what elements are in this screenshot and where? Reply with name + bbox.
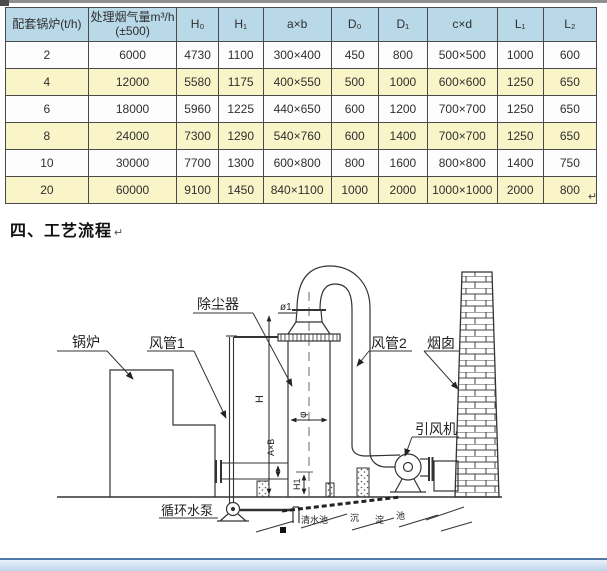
spec-cell: 800 <box>542 176 598 204</box>
table-row: 20 60000 9100 1450 840×1100 1000 2000 10… <box>5 176 598 204</box>
spec-cell: 1000 <box>496 41 544 69</box>
table-header-row: 配套锅炉(t/h) 处理烟气量m³/h (±500) H₀ H₁ a×b D₀ … <box>5 7 598 42</box>
table-row: 10 30000 7700 1300 600×800 800 1600 800×… <box>5 149 598 177</box>
spec-cell: 1250 <box>496 122 544 150</box>
fan-label: 引风机 <box>415 421 457 437</box>
spec-cell: 800 <box>377 41 428 69</box>
induced-draft-fan <box>390 453 459 493</box>
boiler-spec-table-wrap: 配套锅炉(t/h) 处理烟气量m³/h (±500) H₀ H₁ a×b D₀ … <box>5 7 598 204</box>
spec-cell: 4730 <box>176 41 219 69</box>
spec-cell: 600 <box>330 122 379 150</box>
spec-cell: 10 <box>5 149 89 177</box>
spec-cell: 440×650 <box>262 95 332 123</box>
dimension-lines <box>266 312 328 495</box>
sediment-pool-char: 淀 <box>375 514 384 525</box>
duct2-label: 风管2 <box>371 335 407 351</box>
scan-edge-strip <box>0 0 607 3</box>
spec-cell: 5580 <box>176 68 219 96</box>
spec-cell: 300×400 <box>262 41 332 69</box>
spec-cell: 60000 <box>87 176 178 204</box>
column-header: c×d <box>426 7 498 42</box>
table-row: 4 12000 5580 1175 400×550 500 1000 600×6… <box>5 68 598 96</box>
spec-cell: 7700 <box>176 149 219 177</box>
boiler <box>109 369 222 497</box>
paragraph-return-mark: ↵ <box>114 227 125 239</box>
duct1-pipe <box>226 335 278 503</box>
chimney <box>454 271 500 498</box>
spec-cell: 600×600 <box>426 68 498 96</box>
scan-edge-corner <box>0 0 9 6</box>
duct1-label: 风管1 <box>149 335 185 351</box>
spec-cell: 650 <box>542 68 598 96</box>
page-bottom-bar <box>0 558 607 571</box>
boiler-label: 锅炉 <box>72 334 100 350</box>
spec-cell: 1250 <box>496 68 544 96</box>
column-header: H₀ <box>176 7 219 42</box>
spec-cell: 650 <box>542 95 598 123</box>
spec-cell: 1450 <box>217 176 264 204</box>
spec-cell: 1290 <box>217 122 264 150</box>
elbow-duct2 <box>296 265 401 468</box>
chimney-label: 烟囱 <box>427 335 455 351</box>
spec-cell: 2 <box>5 41 89 69</box>
section-heading: 四、工艺流程↵ <box>10 217 124 241</box>
label-leaders <box>57 312 459 519</box>
pump-label: 循环水泵 <box>161 503 213 518</box>
spec-cell: 2000 <box>377 176 428 204</box>
spec-cell: 7300 <box>176 122 219 150</box>
spec-cell: 24000 <box>87 122 178 150</box>
spec-cell: 20 <box>5 176 89 204</box>
spec-cell: 600 <box>542 41 598 69</box>
spec-cell: 800×800 <box>426 149 498 177</box>
section-heading-text: 四、工艺流程 <box>10 223 113 240</box>
support-pillars <box>256 467 370 498</box>
dimension-phi-label: φ <box>298 411 309 418</box>
dimension-AxB-label: A×B <box>266 439 276 456</box>
spec-cell: 500×500 <box>426 41 498 69</box>
column-header: L₂ <box>542 7 598 42</box>
pools <box>255 495 473 533</box>
column-header: 配套锅炉(t/h) <box>5 7 89 42</box>
table-row: 8 24000 7300 1290 540×760 600 1400 700×7… <box>5 122 598 150</box>
column-header: L₁ <box>496 7 544 42</box>
spec-cell: 840×1100 <box>262 176 332 204</box>
spec-cell: 18000 <box>87 95 178 123</box>
spec-cell: 1600 <box>377 149 428 177</box>
column-header: a×b <box>262 7 332 42</box>
dimension-phi1-label: ø1 <box>280 302 292 313</box>
spec-cell: 1000 <box>330 176 379 204</box>
paragraph-return-mark: ↵ <box>588 191 598 203</box>
sediment-pool-char: 池 <box>396 510 405 521</box>
dust-collector-label: 除尘器 <box>197 296 239 312</box>
dimension-H-label: H <box>254 395 266 403</box>
boiler-spec-table: 配套锅炉(t/h) 处理烟气量m³/h (±500) H₀ H₁ a×b D₀ … <box>5 7 598 204</box>
spec-cell: 6000 <box>87 41 178 69</box>
sediment-pool-char: 沉 <box>350 513 359 523</box>
spec-cell: 450 <box>330 41 379 69</box>
column-header: D₀ <box>330 7 379 42</box>
scrubber-tower <box>277 292 341 497</box>
spec-cell: 6 <box>5 95 89 123</box>
spec-cell: 700×700 <box>426 122 498 150</box>
spec-cell: 750 <box>542 149 598 177</box>
spec-cell: 1250 <box>496 95 544 123</box>
spec-cell: 1175 <box>217 68 264 96</box>
spec-cell: 600 <box>330 95 379 123</box>
spec-cell: 1200 <box>377 95 428 123</box>
spec-cell: 540×760 <box>262 122 332 150</box>
clean-pool-label: 清水池 <box>301 514 328 525</box>
spec-cell: 600×800 <box>262 149 332 177</box>
spec-cell: 1300 <box>217 149 264 177</box>
spec-cell: 2000 <box>496 176 544 204</box>
circulating-pump <box>217 501 300 523</box>
spec-cell: 700×700 <box>426 95 498 123</box>
table-row: 6 18000 5960 1225 440×650 600 1200 700×7… <box>5 95 598 123</box>
spec-cell: 8 <box>5 122 89 150</box>
column-header: H₁ <box>217 7 264 42</box>
dimension-H1-label: H1 <box>292 478 302 490</box>
spec-cell: 1000 <box>377 68 428 96</box>
spec-cell: 9100 <box>176 176 219 204</box>
